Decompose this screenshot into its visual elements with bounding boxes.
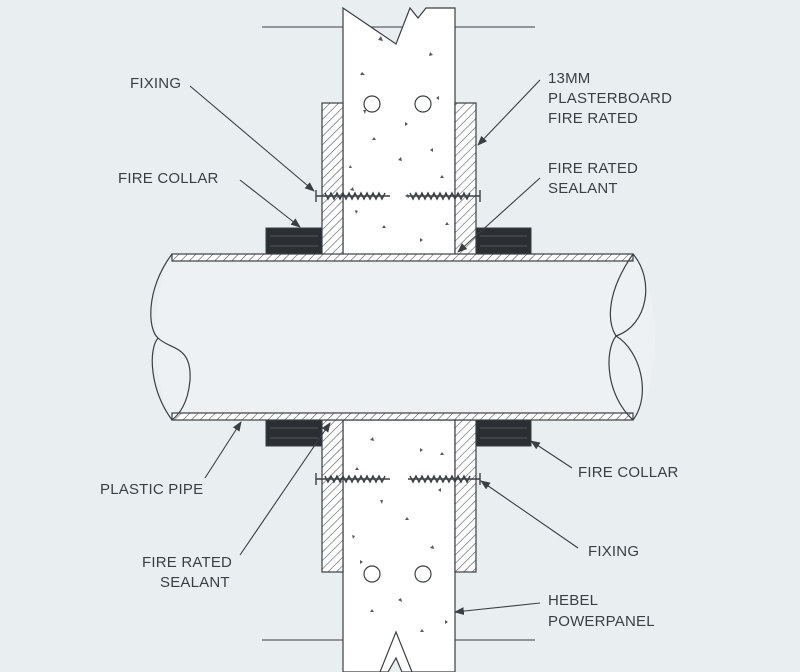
label-hebel-line2: POWERPANEL	[548, 613, 655, 630]
panel-core-hole-lower-left	[363, 565, 381, 583]
concrete-aggregate	[349, 36, 449, 632]
hebel-panel-upper	[342, 6, 456, 256]
label-fixing-top: FIXING	[130, 75, 181, 92]
panel-core-hole-lower-right	[414, 565, 432, 583]
leader-plasterboard	[477, 79, 541, 146]
leader-fire-collar-top	[239, 179, 301, 228]
label-fire-collar-top: FIRE COLLAR	[118, 170, 219, 187]
plastic-pipe-body	[155, 254, 656, 420]
plasterboard-upper-right	[454, 102, 477, 256]
label-plasterboard-line3: FIRE RATED	[548, 110, 638, 127]
label-sealant-bottom-line2: SEALANT	[160, 574, 230, 591]
leader-plastic-pipe	[204, 421, 242, 479]
fire-collar-lower-right	[475, 419, 532, 447]
plasterboard-upper-left	[321, 102, 344, 256]
label-plastic-pipe: PLASTIC PIPE	[100, 481, 203, 498]
fire-collar-texture	[270, 235, 527, 439]
leader-sealant-top	[457, 177, 541, 253]
label-hebel-line1: HEBEL	[548, 592, 598, 609]
leader-fire-collar-bottom	[530, 440, 573, 469]
leader-fixing-bottom	[480, 480, 579, 549]
label-plasterboard-line1: 13MM	[548, 70, 590, 87]
plastic-pipe-break-right	[608, 253, 647, 421]
plastic-pipe-wall-top	[171, 253, 634, 262]
plastic-pipe-wall-bottom	[171, 412, 634, 421]
panel-core-hole-upper-left	[363, 95, 381, 113]
hebel-break-mark	[379, 630, 413, 672]
label-fixing-bottom: FIXING	[588, 543, 639, 560]
panel-core-hole-upper-right	[414, 95, 432, 113]
label-sealant-top-line2: SEALANT	[548, 180, 618, 197]
leader-hebel	[454, 602, 541, 615]
fire-collar-upper-right	[475, 227, 532, 255]
label-sealant-bottom-line1: FIRE RATED	[142, 554, 232, 571]
leader-fixing-top	[189, 85, 315, 192]
label-sealant-top-line1: FIRE RATED	[548, 160, 638, 177]
plasterboard-lower-right	[454, 419, 477, 573]
plasterboard-lower-left	[321, 419, 344, 573]
fixing-screws-lower	[315, 473, 481, 485]
fixing-screws-upper	[315, 190, 481, 202]
fire-collar-lower-left	[265, 419, 323, 447]
leader-sealant-bottom	[239, 422, 331, 556]
label-plasterboard-line2: PLASTERBOARD	[548, 90, 672, 107]
plastic-pipe-break-left	[150, 253, 191, 421]
label-fire-collar-bottom: FIRE COLLAR	[578, 464, 679, 481]
hebel-panel-lower	[342, 419, 456, 672]
fire-collar-upper-left	[265, 227, 323, 255]
